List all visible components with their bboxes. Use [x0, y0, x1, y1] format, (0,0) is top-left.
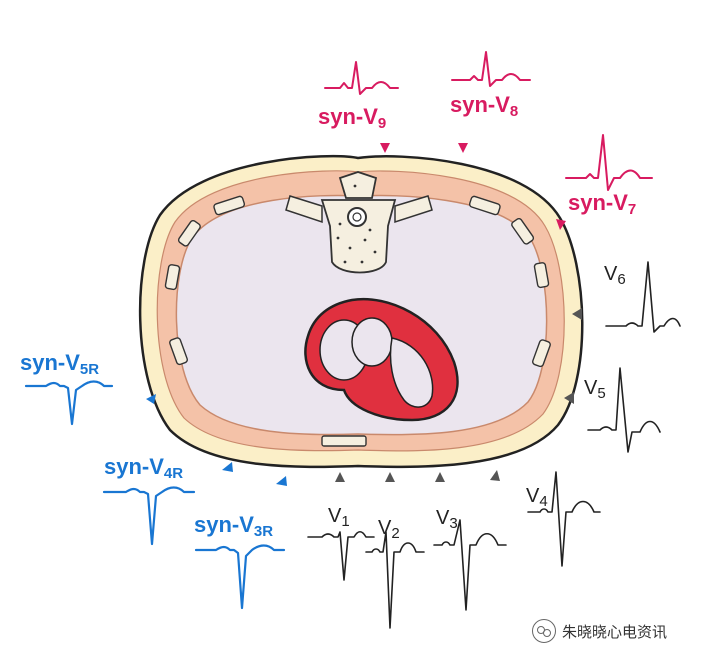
label-v2: V2	[378, 517, 400, 542]
ecg-syn-v7	[565, 134, 653, 191]
label-syn-v3r: syn-V3R	[194, 512, 273, 540]
ecg-syn-v4r	[102, 486, 196, 546]
left-ventricle-lumen	[389, 337, 434, 408]
label-v6: V6	[604, 263, 626, 288]
ecg-syn-v9	[324, 61, 399, 95]
label-syn-v8: syn-V8	[450, 92, 518, 120]
ribs-right	[468, 195, 551, 368]
label-v5: V5	[584, 377, 606, 402]
ecg-syn-v3r	[194, 544, 286, 610]
arrowheads-right-sided	[146, 394, 287, 486]
left-ventricle-cavity	[351, 317, 393, 367]
ecg-syn-v5r	[24, 380, 114, 426]
ecg-v4	[527, 471, 601, 567]
arrowheads-standard	[335, 308, 582, 482]
vertebra-dots	[336, 184, 377, 264]
label-syn-v5r: syn-V5R	[20, 350, 99, 378]
label-v1: V1	[328, 505, 350, 530]
watermark-text: 朱晓晓心电资讯	[562, 622, 668, 641]
heart	[304, 297, 459, 422]
arrowheads-posterior	[380, 143, 566, 230]
ribs-left	[164, 195, 367, 447]
watermark: 朱晓晓心电资讯	[532, 618, 667, 644]
ecg-v5	[587, 367, 661, 453]
wechat-icon	[532, 619, 556, 643]
ecg-syn-v8	[451, 51, 531, 87]
label-syn-v4r: syn-V4R	[104, 454, 183, 482]
spinous-process	[338, 171, 378, 199]
label-v3: V3	[436, 507, 458, 532]
label-syn-v7: syn-V7	[568, 190, 636, 218]
ecg-v3	[433, 519, 507, 611]
transverse-process-left	[285, 195, 323, 224]
label-v4: V4	[526, 485, 548, 510]
vertebra	[320, 199, 397, 274]
ecg-v6	[605, 261, 681, 333]
ecg-v2	[365, 531, 425, 629]
ecg-v1	[307, 530, 375, 581]
transverse-process-right	[394, 195, 433, 224]
label-syn-v9: syn-V9	[318, 104, 386, 132]
